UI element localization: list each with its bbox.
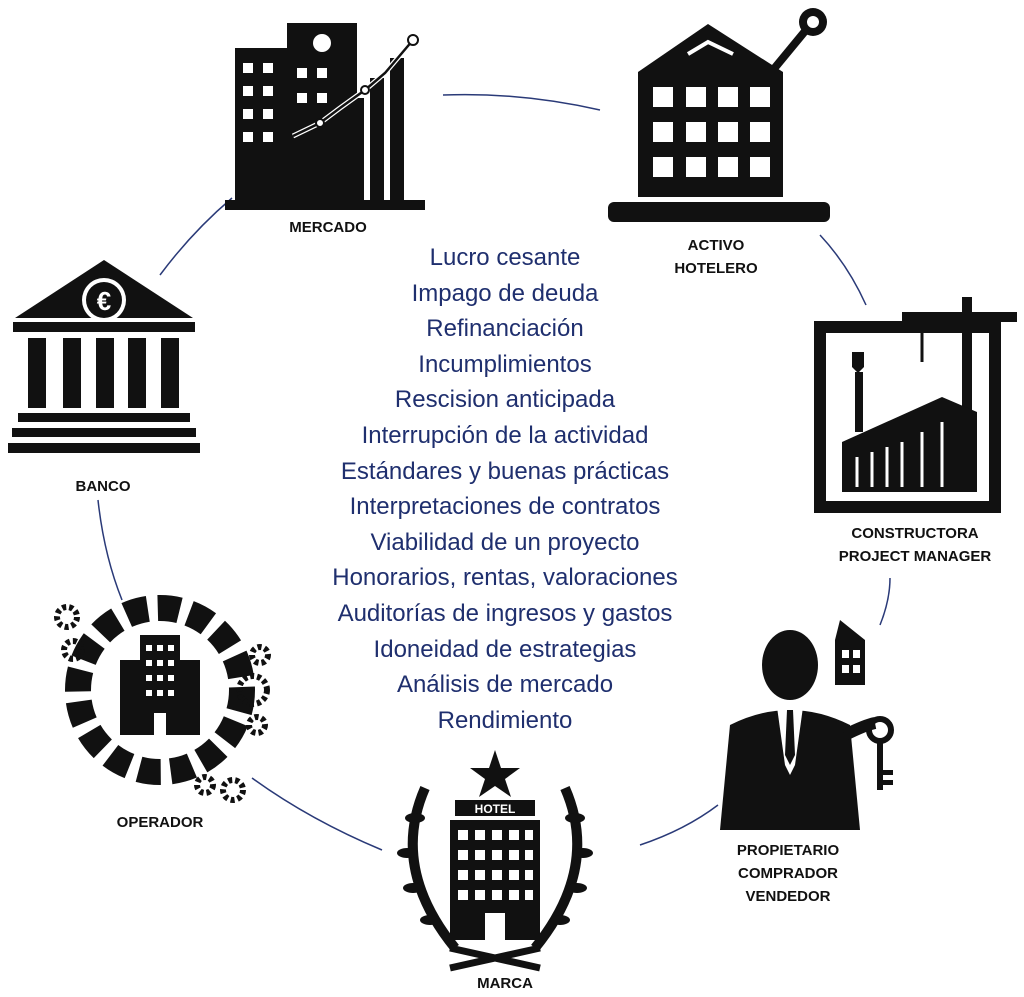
risk-item: Análisis de mercado	[396, 671, 614, 699]
connector-operador-banco	[97, 499, 123, 601]
node-label-constructora-line2: PROJECT MANAGER	[838, 548, 992, 565]
risk-item: Idoneidad de estrategias	[373, 635, 637, 663]
risk-item: Auditorías de ingresos y gastos	[337, 599, 673, 627]
risk-item: Honorarios, rentas, valoraciones	[332, 564, 678, 592]
connector-propietario-marca	[639, 804, 719, 846]
risk-item: Incumplimientos	[418, 350, 592, 378]
connector-activo-constructora	[819, 234, 867, 306]
node-label-propietario-line2: COMPRADOR	[737, 865, 838, 882]
operator-gear-building-icon	[54, 595, 271, 803]
risk-item: Interrupción de la actividad	[361, 421, 649, 449]
risk-item: Rescision anticipada	[394, 386, 616, 414]
market-buildings-chart-icon	[225, 23, 425, 210]
euro-symbol: €	[97, 286, 111, 316]
node-label-mercado: MERCADO	[289, 219, 367, 236]
construction-crane-wrench-icon	[814, 297, 1017, 513]
node-label-banco: BANCO	[75, 478, 131, 495]
node-label-constructora-line1: CONSTRUCTORA	[851, 525, 979, 542]
node-label-activo-line2: HOTELERO	[674, 260, 758, 277]
owner-businessman-key-icon	[720, 620, 894, 830]
node-label-activo-line1: ACTIVO	[687, 237, 745, 254]
bank-euro-icon: €	[8, 260, 200, 453]
hotel-brand-laurel-icon: HOTEL	[397, 750, 593, 972]
risk-item: Interpretaciones de contratos	[349, 493, 661, 521]
risk-item: Rendimiento	[437, 706, 573, 734]
node-label-operador: OPERADOR	[116, 814, 204, 831]
hotel-sign-text: HOTEL	[475, 802, 516, 816]
connector-constructora-propietario	[879, 577, 891, 626]
risk-list: Lucro cesante Impago de deuda Refinancia…	[332, 240, 678, 738]
risk-item: Estándares y buenas prácticas	[340, 457, 670, 485]
node-label-activo: ACTIVO HOTELERO	[674, 234, 757, 280]
node-label-propietario: PROPIETARIO COMPRADOR VENDEDOR	[737, 839, 839, 908]
risk-item: Impago de deuda	[411, 279, 599, 307]
risk-item: Refinanciación	[426, 315, 584, 343]
risk-item: Lucro cesante	[429, 244, 581, 271]
connector-banco-mercado	[159, 197, 233, 276]
risk-item: Viabilidad de un proyecto	[370, 528, 640, 556]
node-label-constructora: CONSTRUCTORA PROJECT MANAGER	[839, 522, 992, 568]
node-label-propietario-line1: PROPIETARIO	[736, 842, 840, 859]
connector-marca-operador	[251, 777, 383, 851]
hotel-building-key-icon	[608, 8, 830, 222]
connector-mercado-activo	[442, 93, 601, 111]
node-label-marca: MARCA	[477, 975, 533, 992]
node-label-propietario-line3: VENDEDOR	[745, 888, 831, 905]
